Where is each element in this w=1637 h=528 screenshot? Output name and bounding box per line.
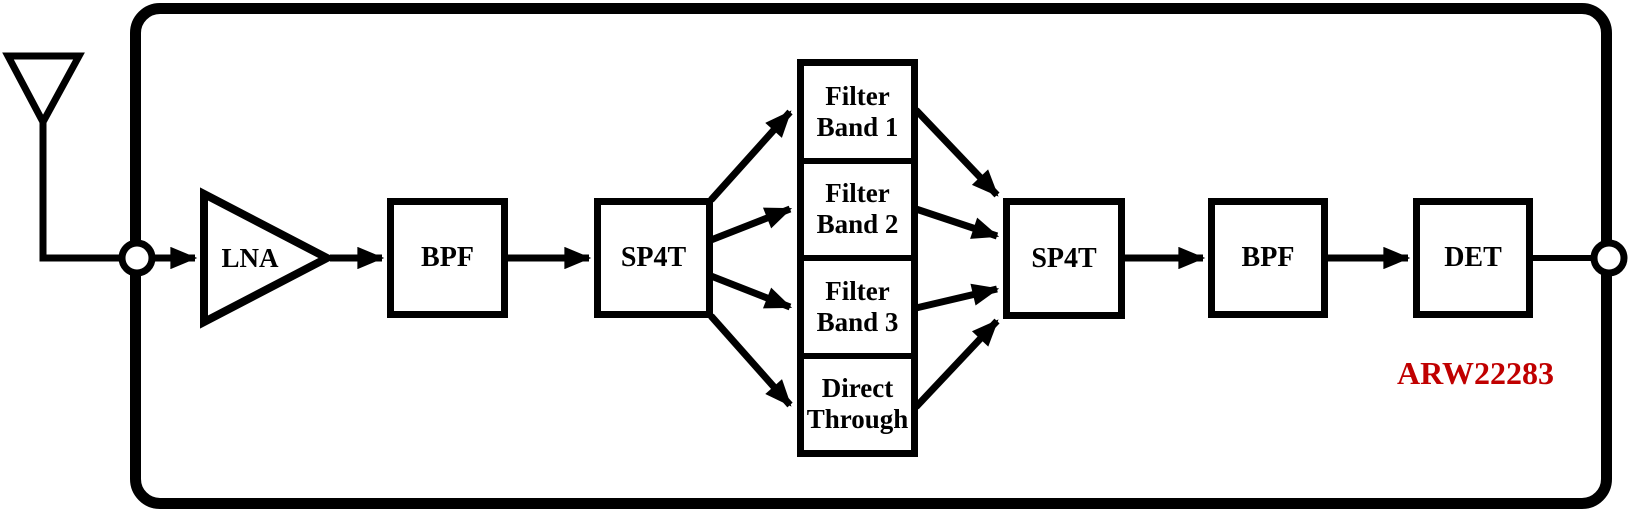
bpf-input-block: BPF xyxy=(387,198,508,318)
input-port-circle xyxy=(118,239,156,277)
sp4t-input-label: SP4T xyxy=(620,242,687,273)
filter-band-3-line2: Band 3 xyxy=(816,306,899,337)
direct-through-block: Direct Through xyxy=(804,352,911,451)
filter-band-1-line1: Filter xyxy=(825,80,890,111)
filter-band-1-line2: Band 1 xyxy=(816,111,899,142)
filter-band-2-line1: Filter xyxy=(825,178,890,209)
direct-through-line1: Direct xyxy=(821,373,894,404)
filter-band-3-block: Filter Band 3 xyxy=(804,255,911,353)
filter-band-1-block: Filter Band 1 xyxy=(804,66,911,158)
wires-sp4t-fanout xyxy=(708,109,793,408)
bpf-input-label: BPF xyxy=(421,242,474,273)
bpf-output-block: BPF xyxy=(1208,198,1328,318)
det-block: DET xyxy=(1413,198,1533,318)
lna-triangle xyxy=(200,187,336,329)
wires-filter-fanin xyxy=(913,107,1000,410)
filter-band-2-line2: Band 2 xyxy=(816,209,899,240)
antenna-icon xyxy=(2,52,124,262)
filter-band-2-block: Filter Band 2 xyxy=(804,157,911,256)
filter-bank-column: Filter Band 1 Filter Band 2 Filter Band … xyxy=(797,59,918,457)
filter-band-3-line1: Filter xyxy=(825,275,890,306)
sp4t-input-block: SP4T xyxy=(594,198,713,318)
direct-through-line2: Through xyxy=(806,404,909,435)
det-label: DET xyxy=(1444,242,1502,273)
output-port-circle xyxy=(1590,239,1628,277)
sp4t-output-block: SP4T xyxy=(1003,198,1125,319)
lna-block-label: LNA xyxy=(221,242,279,273)
part-number-text: ARW22283 xyxy=(1396,354,1555,391)
bpf-output-label: BPF xyxy=(1241,242,1295,273)
sp4t-output-label: SP4T xyxy=(1031,242,1097,274)
